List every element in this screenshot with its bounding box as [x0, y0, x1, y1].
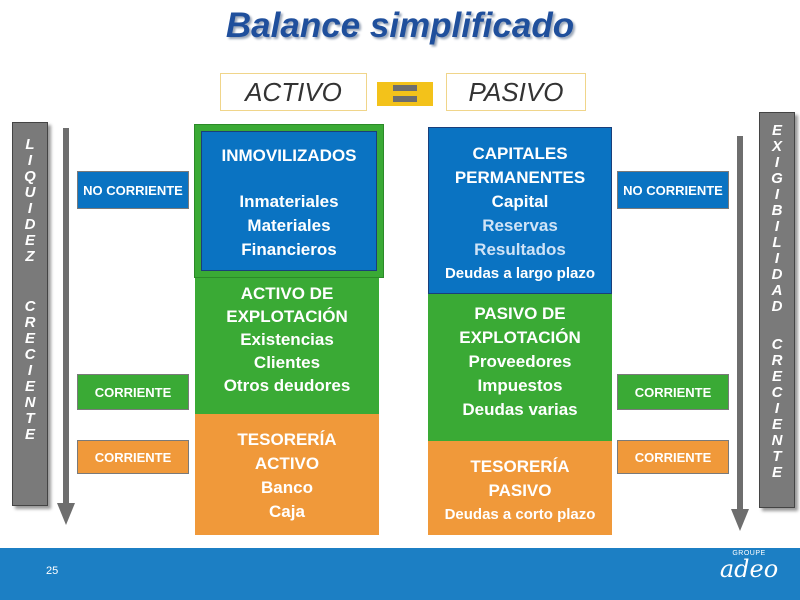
tesoreria-pasivo-title: TESORERÍA PASIVO — [470, 457, 570, 500]
right-bar-letter: L — [772, 234, 782, 251]
left-bar-letter: R — [24, 314, 36, 331]
right-bar-letter: N — [771, 432, 783, 449]
right-bar-letter: E — [771, 122, 782, 139]
corriente-label-left-green: CORRIENTE — [77, 374, 189, 410]
tesoreria-activo-item: Banco — [261, 478, 313, 497]
capitales-permanentes-block: CAPITALES PERMANENTES Capital Reservas R… — [428, 127, 612, 294]
activo-explotacion-title: ACTIVO DE EXPLOTACIÓN — [226, 284, 348, 326]
capitales-item: Reservas — [482, 216, 558, 235]
tesoreria-activo-title: TESORERÍA ACTIVO — [237, 430, 337, 473]
right-bar-letter: D — [771, 298, 783, 315]
pasivo-explotacion-title: PASIVO DE EXPLOTACIÓN — [459, 304, 581, 347]
pasivo-explotacion-item: Impuestos — [477, 376, 563, 395]
logo-word-text: adeo — [719, 555, 779, 583]
capitales-item: Capital — [491, 192, 549, 211]
capitales-item: Resultados — [474, 240, 566, 259]
right-bar-letter: I — [774, 218, 780, 235]
right-bar-letter: T — [772, 448, 782, 465]
left-bar-letter: C — [24, 298, 36, 315]
activo-explotacion-item: Clientes — [253, 353, 321, 372]
left-bar-letter: L — [25, 136, 35, 153]
pasivo-header: PASIVO — [446, 73, 586, 111]
left-bar-letter: E — [24, 426, 35, 443]
inmovilizados-item: Financieros — [241, 240, 337, 259]
footer-band — [0, 548, 800, 600]
left-bar-letter: C — [24, 346, 36, 363]
capitales-title: CAPITALES PERMANENTES — [454, 144, 586, 187]
right-bar-letter: A — [771, 282, 783, 299]
activo-header: ACTIVO — [220, 73, 367, 111]
left-bar-letter: I — [27, 200, 33, 217]
corriente-label-left-orange: CORRIENTE — [77, 440, 189, 474]
left-bar-letter: D — [24, 216, 36, 233]
inmovilizados-item: Materiales — [247, 216, 331, 235]
right-bar-letter: I — [774, 186, 780, 203]
left-arrow-down-icon — [57, 503, 75, 525]
right-bar-letter: G — [771, 170, 783, 187]
liquidez-creciente-bar: L I Q U I D E Z C R E C I E N T E — [12, 122, 48, 506]
left-bar-letter: U — [24, 184, 36, 201]
tesoreria-pasivo-item: Deudas a corto plazo — [444, 506, 596, 523]
right-bar-letter: B — [771, 202, 783, 219]
right-bar-letter: E — [771, 416, 782, 433]
exigibilidad-creciente-bar: E X I G I B I L I D A D C R E C I E N T … — [759, 112, 795, 508]
right-bar-gap — [760, 315, 794, 337]
equals-icon — [377, 82, 433, 106]
left-bar-letter: Q — [24, 168, 36, 185]
right-bar-letter: C — [771, 384, 783, 401]
right-bar-letter: I — [774, 400, 780, 417]
logo-groupe-text: GROUPE — [732, 550, 766, 557]
right-bar-letter: I — [774, 250, 780, 267]
page-title: Balance simplificado — [225, 6, 575, 45]
inmovilizados-block: INMOVILIZADOS Inmateriales Materiales Fi… — [201, 131, 377, 271]
left-bar-letter: I — [27, 152, 33, 169]
inmovilizados-spacer — [202, 168, 376, 190]
tesoreria-activo-block: TESORERÍA ACTIVO Banco Caja — [195, 414, 379, 535]
tesoreria-pasivo-block: TESORERÍA PASIVO Deudas a corto plazo — [428, 441, 612, 535]
activo-explotacion-block: ACTIVO DE EXPLOTACIÓN Existencias Client… — [195, 278, 379, 414]
inmovilizados-item: Inmateriales — [239, 192, 339, 211]
left-bar-letter: E — [24, 330, 35, 347]
right-arrow-down-icon — [731, 509, 749, 531]
left-bar-letter: T — [25, 410, 35, 427]
activo-explotacion-item: Existencias — [240, 330, 334, 349]
no-corriente-label-left: NO CORRIENTE — [77, 171, 189, 209]
pasivo-explotacion-item: Proveedores — [468, 352, 572, 371]
tesoreria-activo-item: Caja — [269, 502, 305, 521]
right-bar-letter: E — [771, 368, 782, 385]
right-bar-letter: C — [771, 336, 783, 353]
adeo-logo: GROUPE adeo — [718, 546, 780, 590]
pasivo-explotacion-item: Deudas varias — [462, 400, 578, 419]
pasivo-explotacion-block: PASIVO DE EXPLOTACIÓN Proveedores Impues… — [428, 294, 612, 441]
right-arrow-shaft — [737, 136, 743, 510]
no-corriente-label-right: NO CORRIENTE — [617, 171, 729, 209]
left-bar-letter: N — [24, 394, 36, 411]
page-number: 25 — [46, 565, 59, 577]
right-bar-letter: I — [774, 154, 780, 171]
right-bar-letter: D — [771, 266, 783, 283]
right-bar-letter: R — [771, 352, 783, 369]
right-bar-letter: X — [771, 138, 782, 155]
activo-explotacion-item: Otros deudores — [223, 376, 351, 395]
inmovilizados-title: INMOVILIZADOS — [221, 146, 357, 165]
left-bar-gap — [13, 265, 47, 299]
capitales-item: Deudas a largo plazo — [444, 265, 596, 282]
corriente-label-right-orange: CORRIENTE — [617, 440, 729, 474]
left-bar-letter: Z — [25, 248, 35, 265]
left-bar-letter: I — [27, 362, 33, 379]
left-bar-letter: E — [24, 232, 35, 249]
right-bar-letter: E — [771, 464, 782, 481]
left-bar-letter: E — [24, 378, 35, 395]
left-arrow-shaft — [63, 128, 69, 504]
corriente-label-right-green: CORRIENTE — [617, 374, 729, 410]
